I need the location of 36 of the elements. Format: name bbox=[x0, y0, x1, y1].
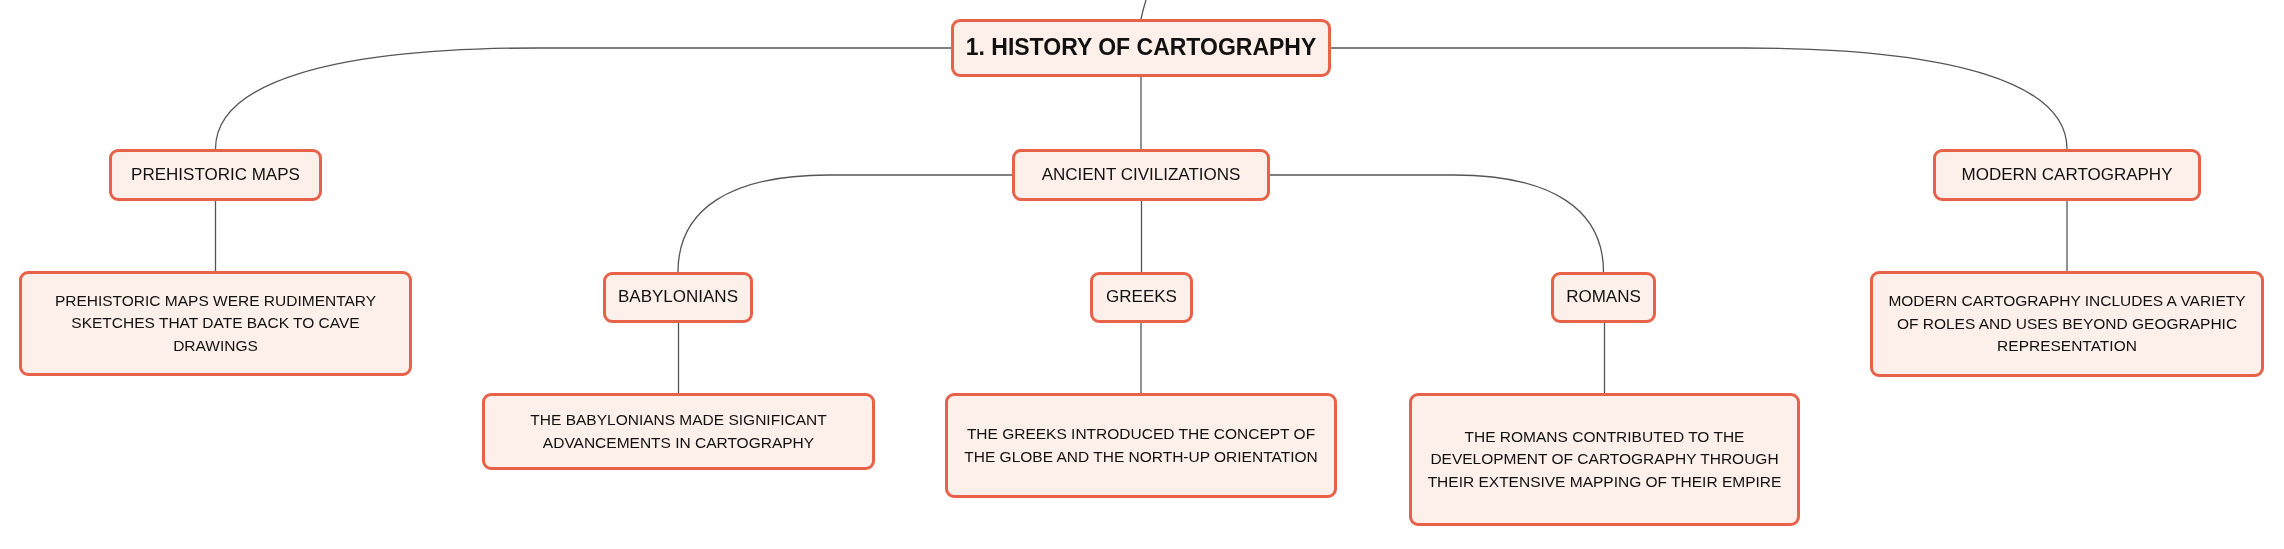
connector-line bbox=[1140, 200, 1143, 273]
connector-line bbox=[1140, 76, 1142, 150]
subtopic-box bbox=[1090, 272, 1193, 323]
connector-line bbox=[677, 322, 680, 394]
node-label: 1. HISTORY OF CARTOGRAPHY bbox=[965, 33, 1317, 63]
subtopic-box bbox=[109, 149, 322, 201]
node-label: BABYLONIANS bbox=[618, 286, 738, 309]
node-label: MODERN CARTOGRAPHY INCLUDES A VARIETY OF ROLES AND USES BEYOND GEOGRAPHIC REPRESENTATION bbox=[1887, 291, 2247, 357]
connector-line bbox=[214, 200, 217, 272]
node-label: ROMANS bbox=[1566, 286, 1641, 309]
connector-line bbox=[1269, 174, 1605, 273]
node-label: ANCIENT CIVILIZATIONS bbox=[1041, 163, 1241, 186]
description-box bbox=[1409, 393, 1800, 526]
connector-line bbox=[2066, 200, 2068, 272]
connector-line bbox=[1140, 322, 1142, 394]
subtopic-box bbox=[1012, 149, 1270, 201]
node-label: PREHISTORIC MAPS bbox=[131, 163, 300, 186]
subtopic-box bbox=[1551, 272, 1656, 323]
connector-line bbox=[1603, 322, 1606, 394]
subtopic-box bbox=[1933, 149, 2201, 201]
subtopic-box bbox=[603, 272, 753, 323]
node-label: THE GREEKS INTRODUCED THE CONCEPT OF THE GLOBE AND THE NORTH-UP ORIENTATION bbox=[963, 424, 1319, 467]
description-box bbox=[19, 271, 412, 376]
description-box bbox=[1870, 271, 2264, 377]
connector-line bbox=[214, 47, 952, 150]
connector-line bbox=[1330, 47, 2068, 150]
description-box bbox=[945, 393, 1337, 498]
description-box bbox=[482, 393, 875, 470]
connector-line bbox=[1140, 0, 1147, 20]
node-label: MODERN CARTOGRAPHY bbox=[1961, 163, 2173, 186]
node-label: GREEKS bbox=[1106, 286, 1177, 309]
node-label: THE ROMANS CONTRIBUTED TO THE DEVELOPMENT OF CARTOGRAPHY THROUGH THEIR EXTENSIVE MAPPING OF THEIR EMPIRE bbox=[1426, 426, 1783, 492]
connector-line bbox=[677, 174, 1013, 273]
node-label: THE BABYLONIANS MADE SIGNIFICANT ADVANCEMENTS IN CARTOGRAPHY bbox=[529, 410, 828, 453]
topic-box bbox=[951, 19, 1331, 77]
node-label: PREHISTORIC MAPS WERE RUDIMENTARY SKETCHES THAT DATE BACK TO CAVE DRAWINGS bbox=[53, 290, 378, 356]
